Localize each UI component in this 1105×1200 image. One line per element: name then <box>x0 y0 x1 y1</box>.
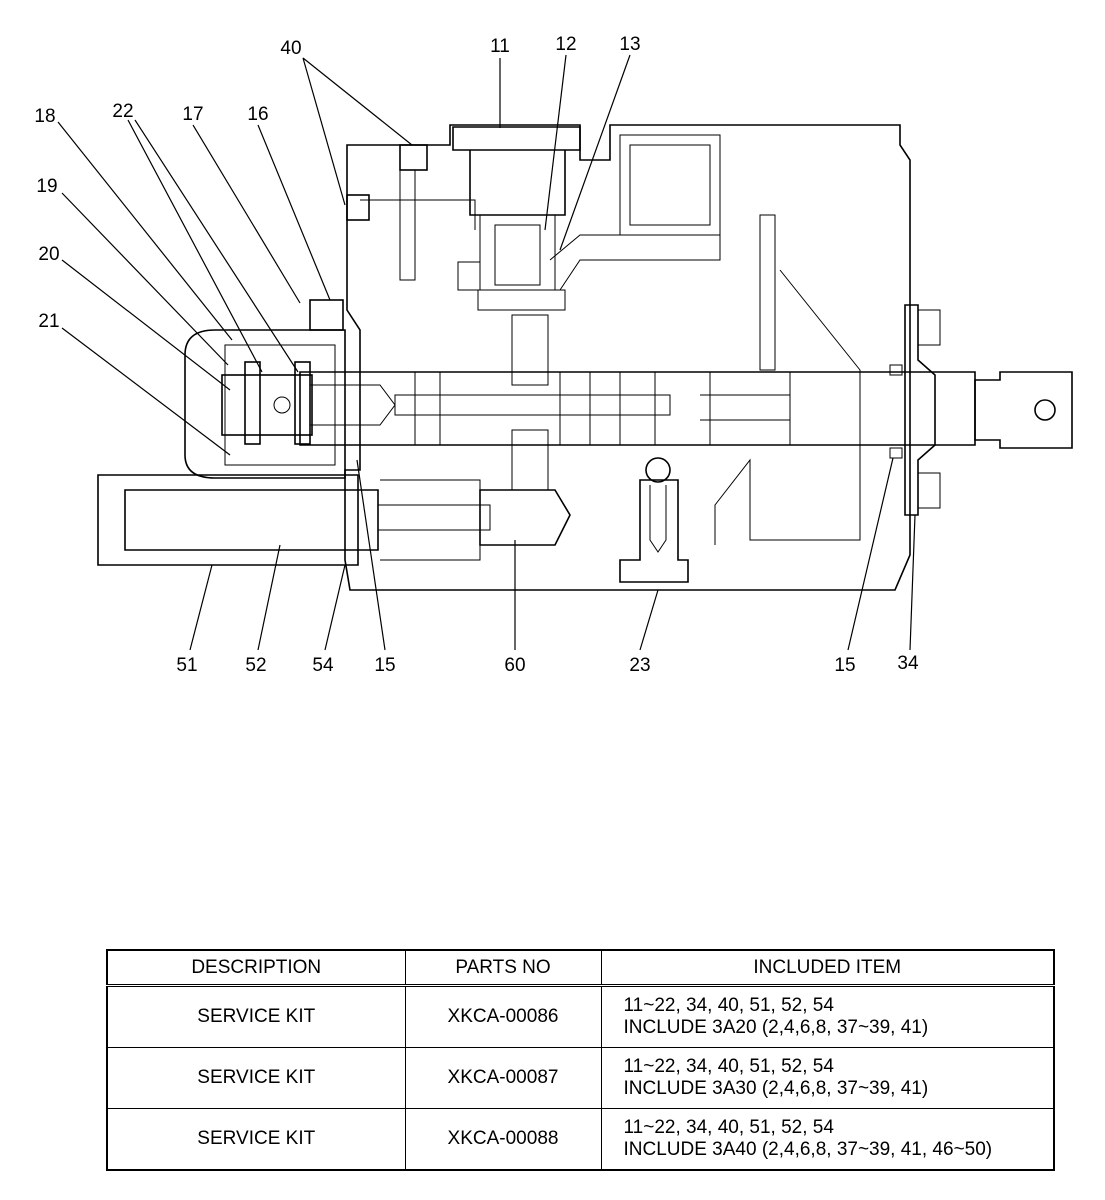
callout-12: 12 <box>555 34 576 55</box>
plug-11 <box>452 126 581 216</box>
callout-13: 13 <box>619 34 640 55</box>
spring-cover <box>184 329 346 479</box>
callout-21: 21 <box>38 311 59 332</box>
spring-52 <box>124 489 379 551</box>
bolt-40-top <box>399 144 428 171</box>
poppet-60 <box>479 489 571 546</box>
table-row: SERVICE KIT XKCA-00086 11~22, 34, 40, 51… <box>106 985 1055 1048</box>
table-header-row: DESCRIPTION PARTS NO INCLUDED ITEM <box>106 949 1055 986</box>
valve-body <box>344 124 911 591</box>
description-cell: SERVICE KIT <box>106 1108 406 1171</box>
callout-54: 54 <box>312 655 334 676</box>
included-kit-line: INCLUDE 3A30 (2,4,6,8, 37~39, 41) <box>623 1078 929 1099</box>
callout-20: 20 <box>38 244 59 265</box>
table-row: SERVICE KIT XKCA-00087 11~22, 34, 40, 51… <box>106 1047 1055 1109</box>
included-items-line: 11~22, 34, 40, 51, 52, 54 <box>623 1056 834 1077</box>
callout-52: 52 <box>245 655 266 676</box>
callout-19: 19 <box>36 176 57 197</box>
exploded-section-diagram: 40 11 12 13 18 22 17 16 19 20 21 51 52 5… <box>34 34 1073 676</box>
table-row: SERVICE KIT XKCA-00088 11~22, 34, 40, 51… <box>106 1108 1055 1171</box>
service-kit-table: DESCRIPTION PARTS NO INCLUDED ITEM SERVI… <box>106 949 1055 1171</box>
parts-no-cell: XKCA-00087 <box>404 1047 602 1109</box>
included-kit-line: INCLUDE 3A40 (2,4,6,8, 37~39, 41, 46~50) <box>623 1139 993 1160</box>
callout-40: 40 <box>280 38 301 59</box>
spring-stopper <box>221 374 313 436</box>
parts-no-cell: XKCA-00088 <box>404 1108 602 1171</box>
callout-34: 34 <box>897 653 919 674</box>
included-item-cell: 11~22, 34, 40, 51, 52, 54 INCLUDE 3A20 (… <box>600 985 1055 1048</box>
callout-60: 60 <box>504 655 525 676</box>
header-included-item: INCLUDED ITEM <box>600 949 1055 986</box>
callout-15-left: 15 <box>374 655 395 676</box>
plug-23 <box>619 479 689 583</box>
lower-cover-51 <box>97 474 359 566</box>
callout-23: 23 <box>629 655 650 676</box>
description-cell: SERVICE KIT <box>106 1047 406 1109</box>
callout-22: 22 <box>112 101 133 122</box>
callout-51: 51 <box>176 655 197 676</box>
included-items-line: 11~22, 34, 40, 51, 52, 54 <box>623 995 834 1016</box>
callout-16: 16 <box>247 104 268 125</box>
included-items-line: 11~22, 34, 40, 51, 52, 54 <box>623 1117 834 1138</box>
callout-11: 11 <box>490 36 510 57</box>
callout-17: 17 <box>182 104 203 125</box>
parts-no-cell: XKCA-00086 <box>404 985 602 1048</box>
included-item-cell: 11~22, 34, 40, 51, 52, 54 INCLUDE 3A40 (… <box>600 1108 1055 1171</box>
description-cell: SERVICE KIT <box>106 985 406 1048</box>
bolt-40-side <box>346 194 370 221</box>
header-parts-no: PARTS NO <box>404 949 602 986</box>
included-item-cell: 11~22, 34, 40, 51, 52, 54 INCLUDE 3A30 (… <box>600 1047 1055 1109</box>
leader-lines <box>57 54 916 651</box>
spool-end-eye <box>974 371 1073 449</box>
header-description: DESCRIPTION <box>106 949 406 986</box>
spool <box>299 371 976 446</box>
callout-18: 18 <box>34 106 55 127</box>
included-kit-line: INCLUDE 3A20 (2,4,6,8, 37~39, 41) <box>623 1017 929 1038</box>
callout-15-right: 15 <box>834 655 855 676</box>
